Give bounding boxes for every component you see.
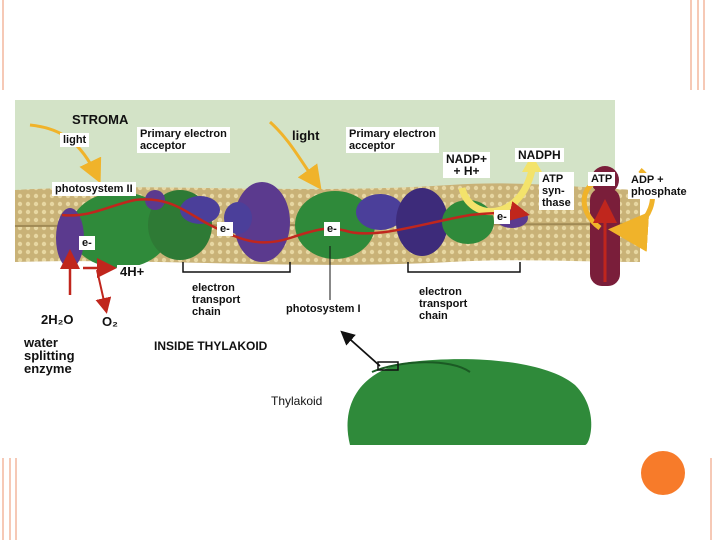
decorative-line — [703, 0, 705, 90]
light-label: light — [292, 128, 320, 143]
atp-synthase-line: thase — [542, 197, 571, 209]
adp-line: ADP + — [631, 174, 664, 186]
accent-dot — [641, 451, 685, 495]
electron-label: e- — [494, 210, 510, 224]
decorative-line — [697, 0, 699, 90]
primary-acceptor-line: Primary electron — [349, 128, 436, 140]
etc-line: chain — [419, 310, 448, 322]
decorative-line — [710, 458, 712, 540]
nadph-label: NADPH — [515, 148, 564, 162]
etc-line: electron — [419, 286, 462, 298]
electron-label: e- — [217, 222, 233, 236]
water-formula-label: 2H₂O — [41, 312, 74, 327]
photosystem-i-label: photosystem I — [283, 302, 364, 316]
stroma-label: STROMA — [72, 112, 129, 127]
etc-line: transport — [419, 298, 468, 310]
adp-phosphate-label: ADP + phosphate — [628, 173, 690, 199]
atp-label: ATP — [588, 172, 616, 186]
primary-electron-acceptor-label: Primary electron acceptor — [346, 127, 439, 153]
water-enzyme-line: water — [24, 335, 58, 350]
electron-label: e- — [324, 222, 340, 236]
four-h-plus-label: 4H+ — [117, 265, 148, 279]
oxygen-formula-label: O₂ — [102, 314, 118, 329]
decorative-line — [2, 0, 4, 90]
slide-top-margin — [0, 0, 720, 90]
thylakoid-pointer — [340, 330, 381, 367]
thylakoid-label: Thylakoid — [271, 394, 323, 408]
atp-synthase-line: syn- — [542, 185, 565, 197]
inside-thylakoid-label: INSIDE THYLAKOID — [154, 339, 268, 353]
decorative-line — [690, 0, 692, 90]
primary-acceptor-line: Primary electron — [140, 128, 227, 140]
atp-synthase-label: ATP syn- thase — [539, 172, 574, 210]
primary-acceptor-line: acceptor — [140, 140, 186, 152]
etc-line: electron — [192, 282, 235, 294]
adp-line: phosphate — [631, 186, 687, 198]
light-arrow-2 — [268, 120, 322, 190]
primary-electron-acceptor-label: Primary electron acceptor — [137, 127, 230, 153]
decorative-line — [2, 458, 4, 540]
etc-line: chain — [192, 306, 221, 318]
nadp-line: + H+ — [453, 164, 480, 178]
light-label: light — [60, 133, 90, 147]
electron-transport-chain-label: electron transport chain — [416, 285, 471, 323]
water-enzyme-line: splitting — [24, 348, 75, 363]
etc-line: transport — [192, 294, 241, 306]
primary-acceptor-line: acceptor — [349, 140, 395, 152]
atp-synthase-line: ATP — [542, 173, 564, 185]
photosystem-ii-label: photosystem II — [52, 182, 136, 196]
decorative-line — [15, 458, 17, 540]
nadp-line: NADP+ — [446, 152, 488, 166]
nadp-label: NADP+ + H+ — [443, 152, 491, 178]
thylakoid-illustration — [347, 359, 592, 445]
decorative-line — [9, 458, 11, 540]
etc-bracket-1 — [182, 262, 291, 273]
electron-label: e- — [79, 236, 95, 250]
water-enzyme-line: enzyme — [24, 361, 72, 376]
electron-path — [61, 198, 530, 244]
oxygen-arrow — [95, 269, 112, 314]
water-splitting-enzyme-label: water splitting enzyme — [24, 336, 75, 375]
etc-bracket-2 — [407, 262, 521, 273]
nadph-arrowhead — [522, 155, 542, 172]
electron-transport-chain-label: electron transport chain — [189, 281, 244, 319]
